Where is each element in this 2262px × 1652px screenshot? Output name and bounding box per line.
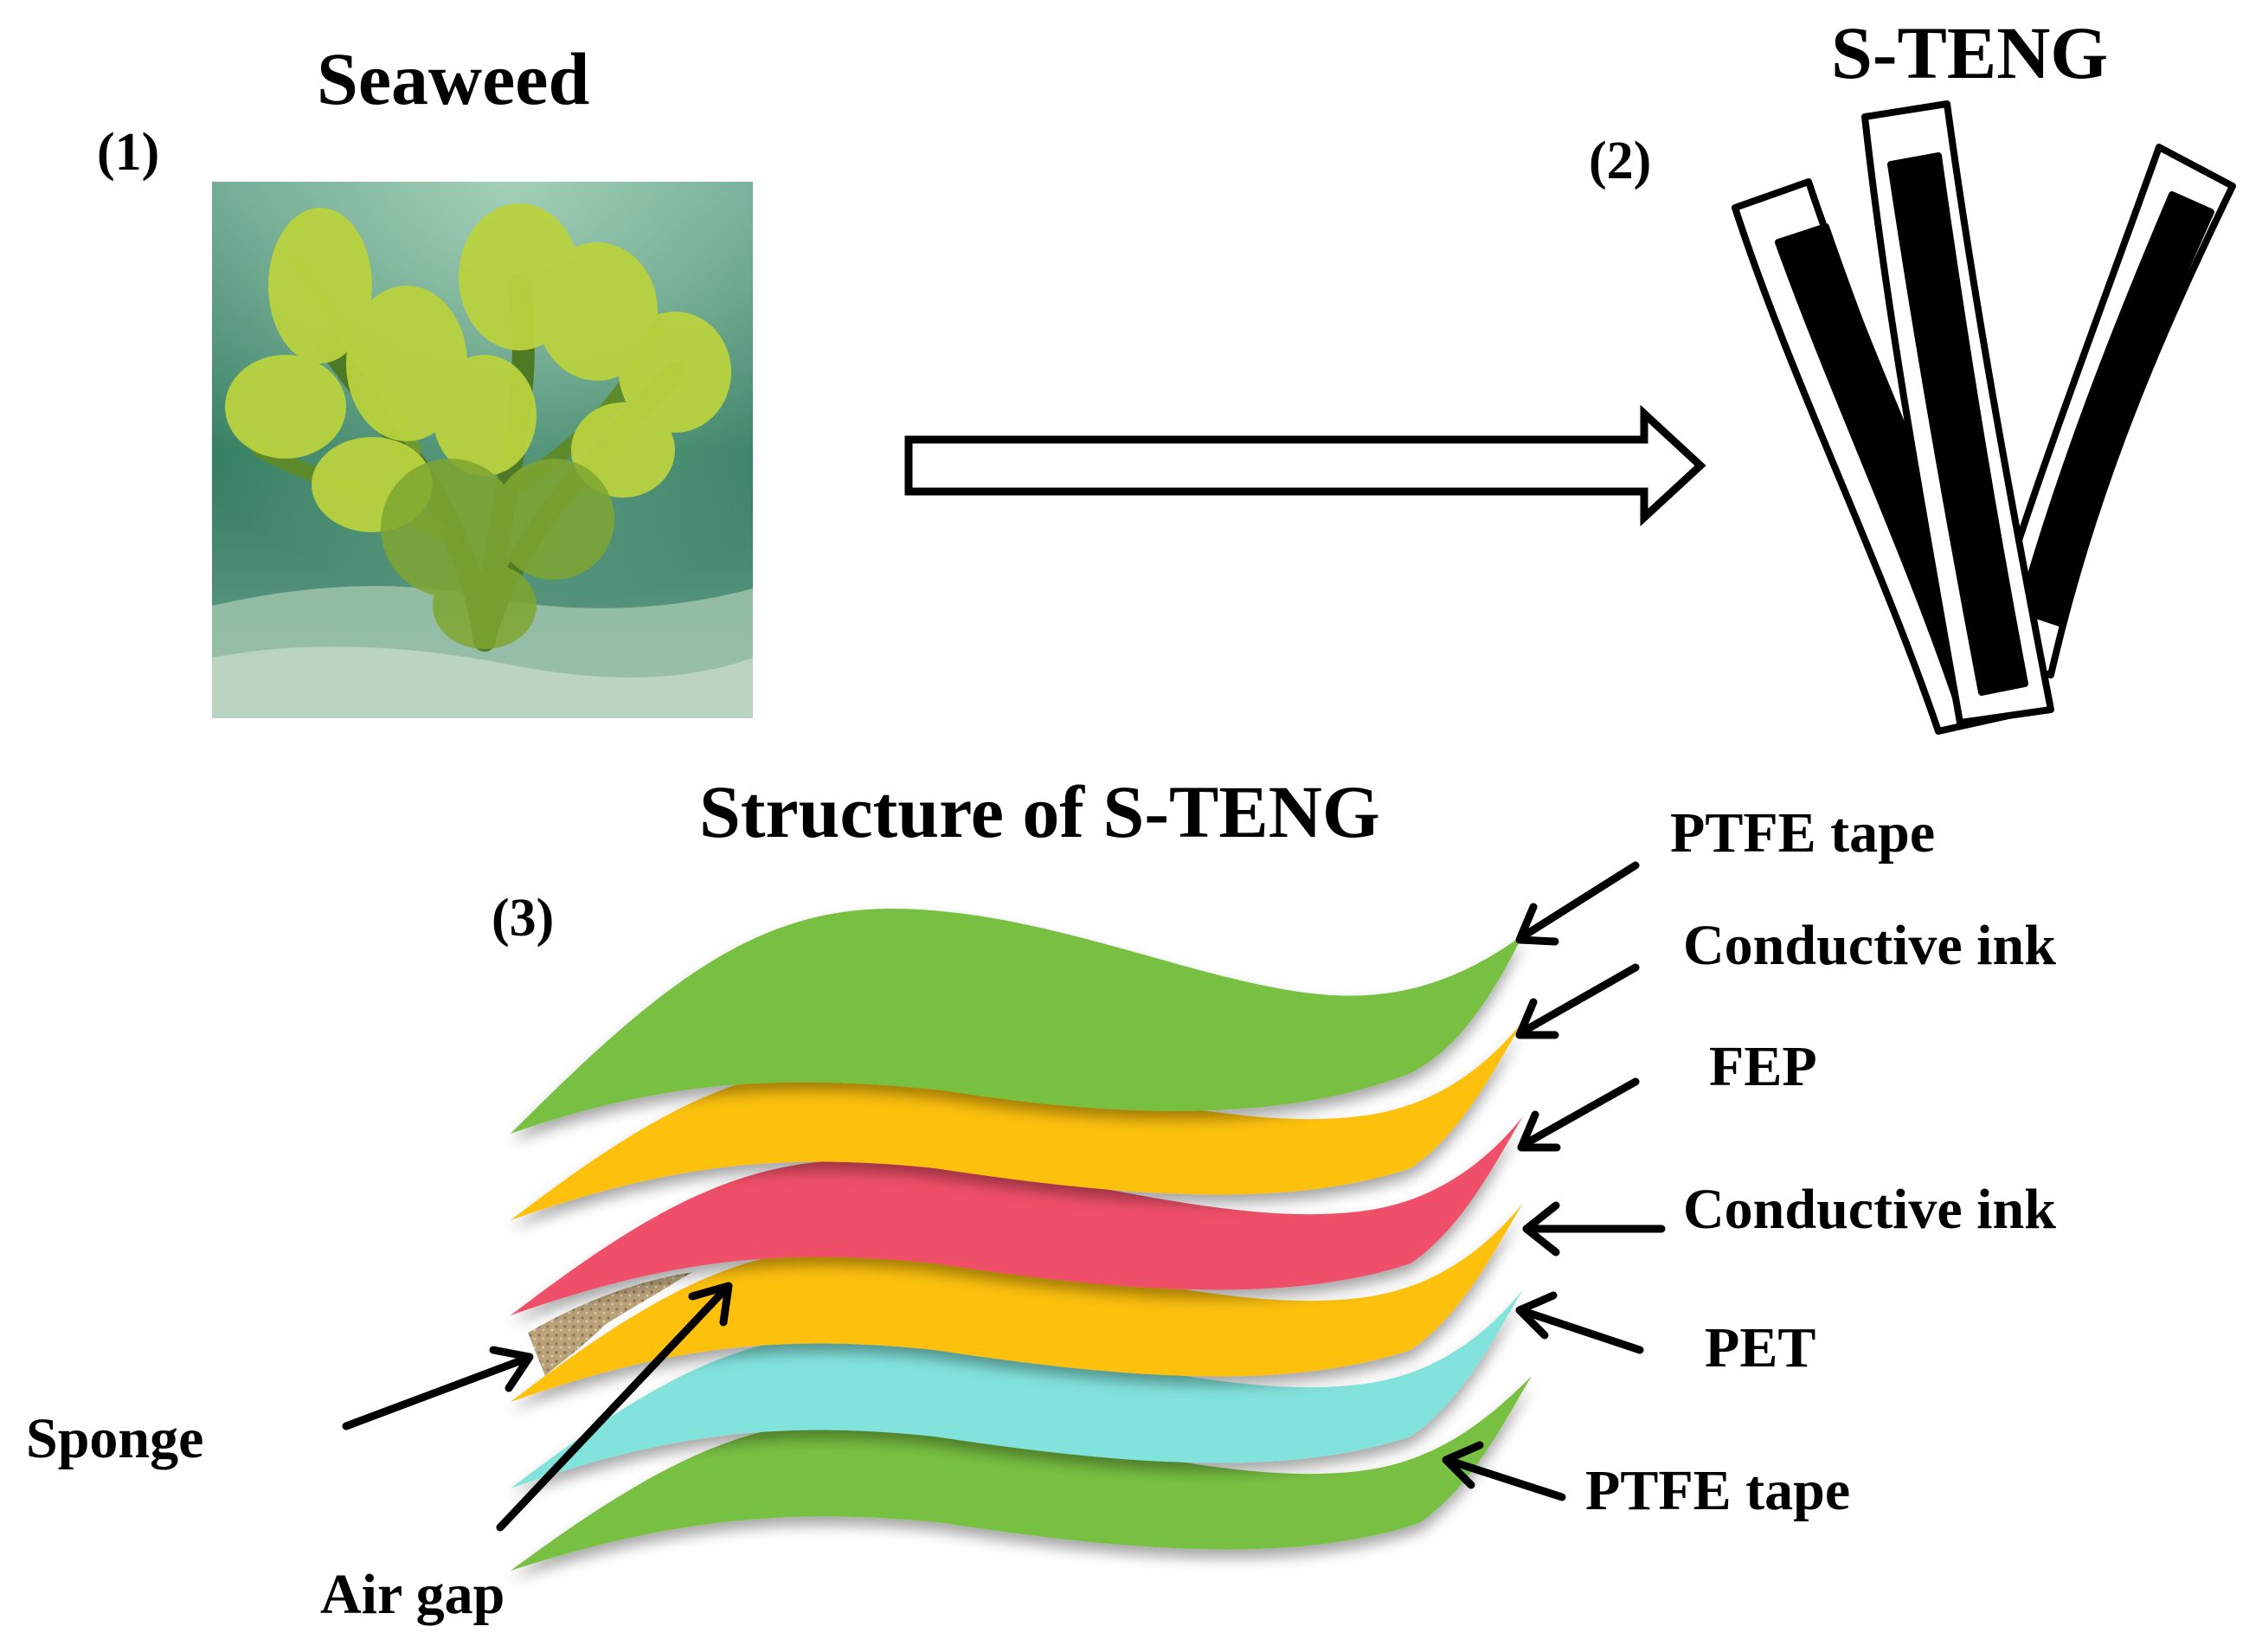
panel-label-2: (2)	[1589, 132, 1652, 190]
layer-label-ink-bottom: Conductive ink	[1683, 1178, 2056, 1241]
layer-ink-bottom	[511, 1203, 1523, 1402]
steng-title: S-TENG	[1831, 11, 2109, 94]
callout-label-air-gap: Air gap	[320, 1563, 505, 1626]
panel-label-1: (1)	[97, 123, 160, 182]
layer-ptfe-top	[511, 909, 1523, 1134]
layer-stack	[511, 909, 1532, 1571]
callout-arrows	[342, 861, 1666, 1532]
layer-label-pet: PET	[1705, 1316, 1816, 1379]
callout-label-sponge: Sponge	[26, 1407, 204, 1470]
process-arrow	[904, 404, 1706, 527]
layer-label-ink-top: Conductive ink	[1683, 914, 2056, 977]
layer-label-fep: FEP	[1709, 1035, 1817, 1098]
layer-ptfe-bottom	[511, 1376, 1532, 1571]
layer-ink-top	[511, 1021, 1523, 1220]
steng-strips	[1732, 100, 2236, 735]
sponge-spacer	[528, 1272, 692, 1376]
seaweed-title: Seaweed	[317, 37, 590, 120]
seaweed-photo	[212, 182, 753, 718]
layer-label-ptfe-top: PTFE tape	[1670, 801, 1936, 865]
panel-label-3: (3)	[492, 889, 555, 948]
layer-fep	[511, 1116, 1523, 1315]
structure-title: Structure of S-TENG	[699, 770, 1380, 853]
layer-label-ptfe-bottom: PTFE tape	[1585, 1459, 1851, 1522]
layer-pet	[511, 1289, 1523, 1488]
